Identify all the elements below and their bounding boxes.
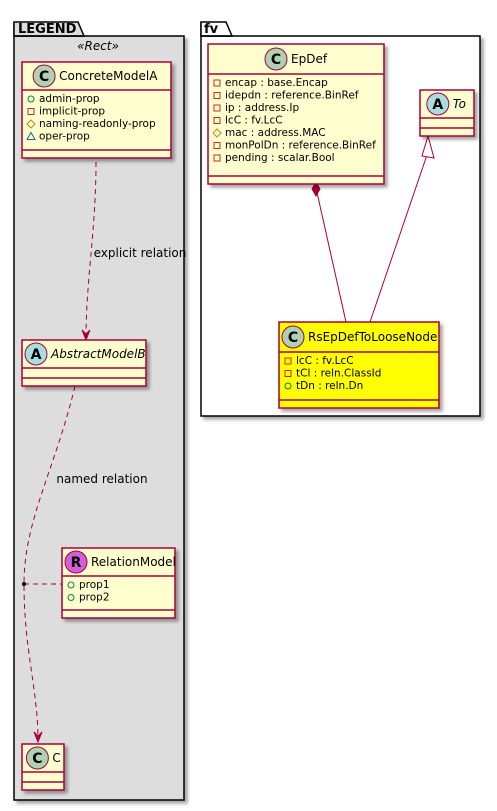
class-member: ip : address.Ip [225, 102, 299, 114]
class-concrete-model-a[interactable]: C ConcreteModelA admin-propimplicit-propna… [21, 61, 172, 159]
class-member: mac : address.MAC [225, 127, 326, 139]
class-kind-letter: C [271, 52, 281, 68]
class-kind-letter: C [32, 751, 42, 767]
class-member: oper-prop [39, 131, 90, 143]
class-name: RsEpDefToLooseNode [308, 330, 437, 344]
class-member: lcC : fv.LcC [296, 355, 354, 367]
class-kind-c-icon [25, 746, 49, 770]
class-kind-c-icon [264, 47, 288, 71]
class-name: EpDef [291, 52, 328, 66]
private-visibility-icon [27, 108, 35, 115]
private-visibility-icon [284, 370, 292, 377]
legend-stereotype: «Rect» [77, 39, 119, 53]
class-member: tDn : reln.Dn [296, 380, 363, 392]
edges [22, 134, 435, 744]
named-relation-label: named relation [56, 472, 147, 486]
protected-visibility-icon [212, 128, 222, 138]
explicit-relation-edge [85, 161, 97, 339]
composition-diamond [311, 180, 321, 198]
named-relation-arrowhead [33, 731, 43, 744]
class-member: monPolDn : reference.BinRef [225, 140, 376, 152]
class-member: implicit-prop [39, 106, 105, 118]
class-name: C [52, 751, 60, 765]
class-name: ConcreteModelA [59, 69, 158, 83]
public-visibility-icon [284, 382, 292, 390]
class-member: prop1 [79, 579, 110, 591]
class-member: admin-prop [39, 93, 100, 105]
named-relation-edge [23, 385, 76, 741]
class-member: naming-readonly-prop [39, 118, 156, 130]
public-visibility-icon [67, 594, 75, 601]
private-visibility-icon [213, 92, 221, 99]
class-member: prop2 [79, 592, 110, 604]
private-visibility-icon [213, 142, 221, 149]
protected-visibility-icon [26, 119, 36, 129]
class-name: RelationModel [91, 555, 176, 569]
class-kind-letter: A [31, 347, 42, 363]
private-visibility-icon [213, 79, 221, 87]
private-visibility-icon [284, 357, 292, 365]
class-kind-c-icon [32, 64, 56, 88]
class-kind-letter: C [39, 69, 49, 85]
class-kind-a-icon [24, 342, 48, 366]
generalization-arrowhead [421, 134, 435, 159]
class-abstract-model-b[interactable]: A AbstractModelB [21, 339, 147, 387]
fv-package-title: fv [204, 22, 219, 37]
generalization-edge [369, 151, 429, 323]
class-member: pending : scalar.Bool [225, 152, 335, 164]
public-visibility-icon [67, 581, 75, 589]
class-member: tCl : reln.ClassId [296, 368, 381, 380]
class-name: To [453, 97, 466, 111]
class-box [207, 43, 385, 185]
class-member: idepdn : reference.BinRef [225, 90, 359, 102]
class-member: lcC : fv.LcC [225, 115, 283, 127]
explicit-relation-label: explicit relation [94, 246, 187, 260]
class-kind-r-icon [64, 550, 88, 574]
class-to[interactable]: A To [419, 89, 475, 137]
class-kind-letter: R [71, 555, 82, 571]
private-visibility-icon [213, 154, 221, 162]
class-kind-c-icon [281, 325, 305, 349]
class-kind-a-icon [426, 92, 450, 116]
explicit-relation-arrowhead [81, 329, 91, 342]
class-member: encap : base.Encap [225, 77, 328, 89]
class-name: AbstractModelB [50, 347, 146, 361]
relation-junction-dot [22, 582, 26, 586]
legend-package-title: LEGEND [18, 22, 77, 37]
package-visibility-icon [26, 131, 36, 140]
composition-edge [315, 187, 347, 323]
class-box [278, 321, 440, 409]
class-kind-letter: A [432, 97, 443, 113]
class-kind-letter: C [288, 330, 298, 346]
private-visibility-icon [213, 117, 221, 124]
private-visibility-icon [213, 104, 221, 112]
public-visibility-icon [27, 95, 35, 103]
